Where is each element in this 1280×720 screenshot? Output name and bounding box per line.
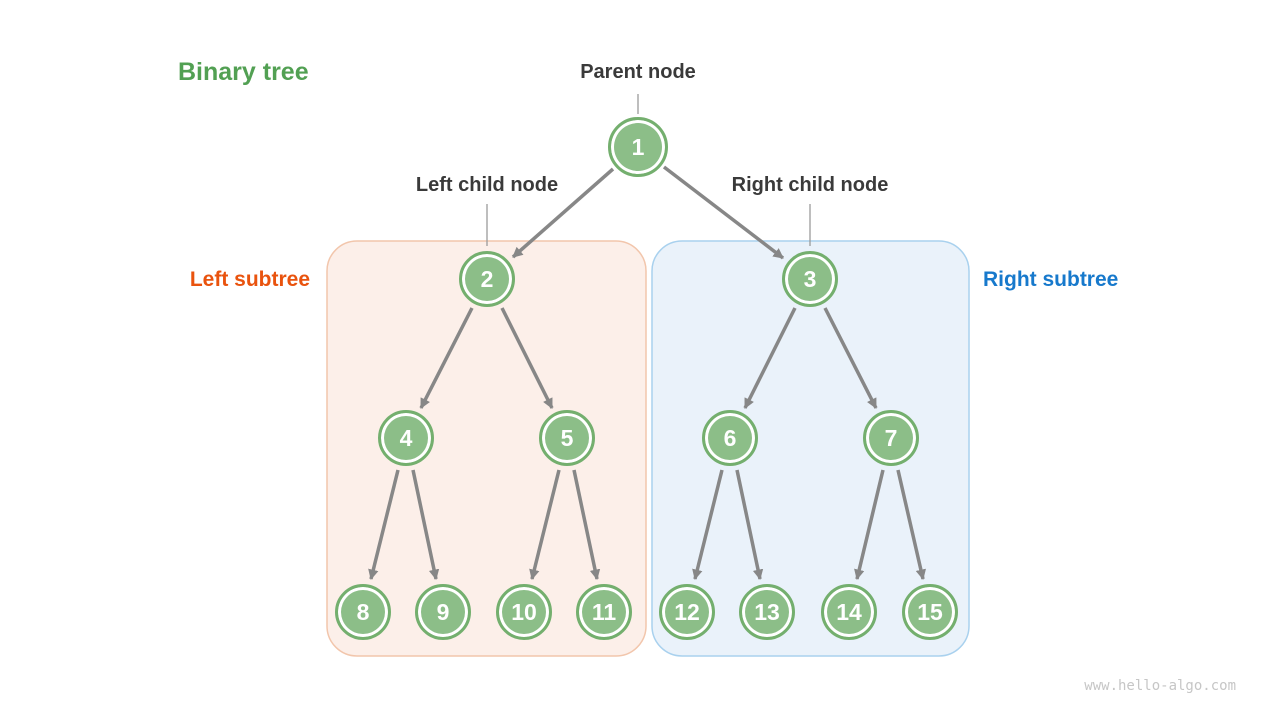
tree-node-9: 9 [415,584,471,640]
tree-node-11: 11 [576,584,632,640]
parent-node-label: Parent node [580,61,696,83]
right-subtree-label: Right subtree [983,268,1119,291]
diagram-title: Binary tree [178,58,309,86]
annotation-pointer-lines [486,94,811,246]
watermark: www.hello-algo.com [1084,678,1236,694]
edge-1-2 [511,167,615,259]
tree-node-10: 10 [496,584,552,640]
edge-5-11 [572,469,601,581]
edge-7-14 [854,469,885,581]
tree-node-13: 13 [739,584,795,640]
tree-edges [368,165,927,581]
tree-node-4: 4 [378,410,434,466]
tree-node-15: 15 [902,584,958,640]
tree-node-3: 3 [782,251,838,307]
tree-node-14: 14 [821,584,877,640]
tree-node-12: 12 [659,584,715,640]
edge-2-5 [500,307,554,409]
edge-4-8 [368,469,400,581]
left-child-node-label: Left child node [415,174,559,196]
tree-node-7: 7 [863,410,919,466]
edge-1-3 [662,165,785,260]
edge-2-4 [419,307,474,409]
edge-5-10 [529,469,561,581]
right-child-node-label: Right child node [731,174,889,196]
tree-node-6: 6 [702,410,758,466]
tree-node-2: 2 [459,251,515,307]
tree-node-1: 1 [608,117,668,177]
tree-node-8: 8 [335,584,391,640]
left-subtree-label: Left subtree [189,268,310,291]
edge-6-13 [735,469,764,581]
tree-node-5: 5 [539,410,595,466]
edge-3-6 [743,307,797,409]
edge-6-12 [692,469,724,581]
edge-7-15 [896,469,927,581]
edge-3-7 [823,307,878,409]
edge-4-9 [411,469,440,581]
